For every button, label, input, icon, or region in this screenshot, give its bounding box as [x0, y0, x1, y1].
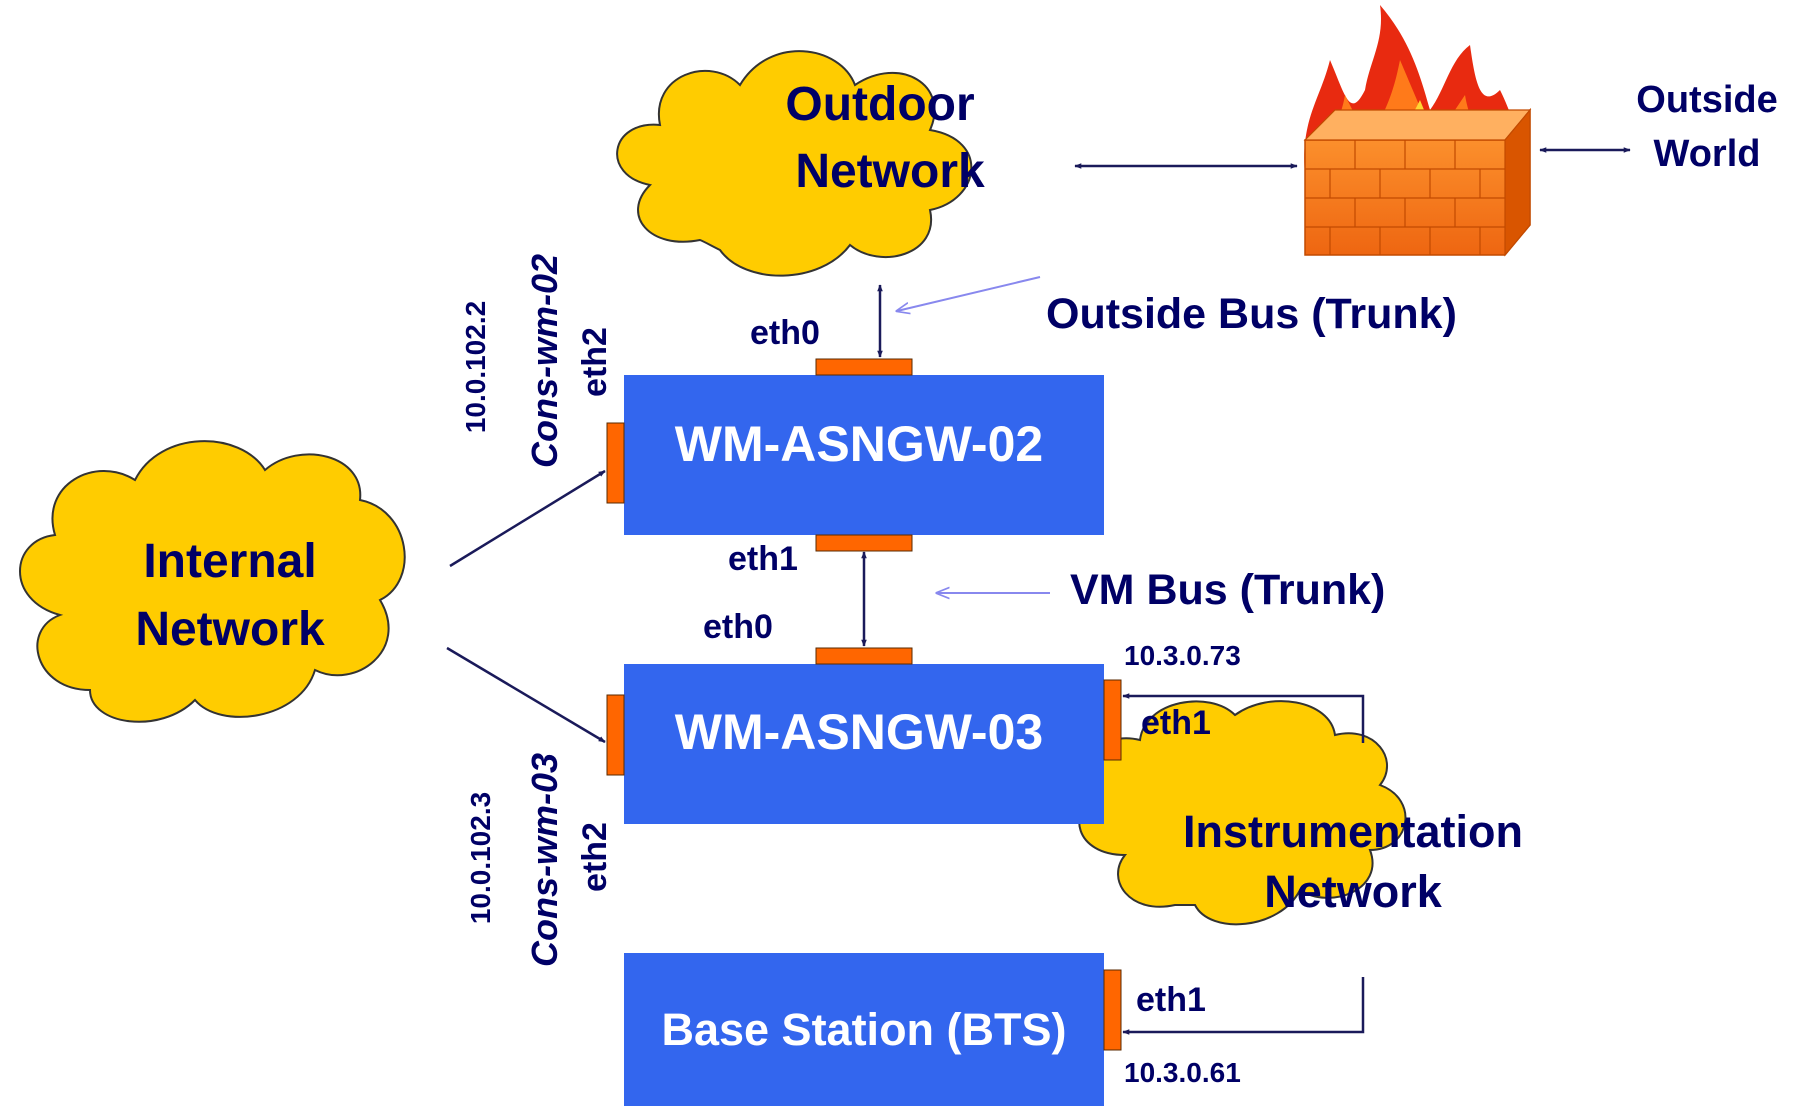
- outdoor-cloud-label-2: Network: [795, 145, 985, 198]
- gw02-eth2-port: [606, 422, 625, 504]
- base-station-box[interactable]: [624, 953, 1104, 1106]
- gw03-eth2-ip: 10.0.102.3: [465, 792, 496, 924]
- gw02-eth2-ip: 10.0.102.2: [460, 301, 491, 433]
- gw03-node-label: WM-ASNGW-03: [675, 704, 1043, 760]
- gw03-eth1-port: [1103, 679, 1122, 761]
- wm-asngw-02-box[interactable]: [624, 375, 1104, 535]
- gw02-eth0-port: [815, 358, 913, 376]
- gw02-eth2-label: eth2: [576, 327, 614, 397]
- outside-world-label-2: World: [1654, 133, 1761, 175]
- internal-gw03-link: [446, 646, 606, 744]
- gw03-eth1-label: eth1: [1141, 704, 1211, 742]
- instrumentation-gw03-link: [1122, 693, 1365, 743]
- gw03-eth1-ip: 10.3.0.73: [1124, 640, 1241, 671]
- bts-eth1-label: eth1: [1136, 981, 1206, 1019]
- outdoor-cloud-label-1: Outdoor: [785, 78, 974, 131]
- gw03-hostname: Cons-wm-03: [524, 753, 565, 967]
- outside-bus-label: Outside Bus (Trunk): [1046, 290, 1457, 338]
- outdoor-network-cloud: [616, 50, 973, 277]
- internal-cloud-label-1: Internal: [143, 535, 316, 588]
- gw03-eth0-label: eth0: [703, 608, 773, 646]
- bts-eth1-ip: 10.3.0.61: [1124, 1057, 1241, 1088]
- bts-eth1-port: [1103, 969, 1122, 1051]
- gw02-eth1-port: [815, 534, 913, 552]
- instrumentation-cloud-label-1: Instrumentation: [1183, 806, 1523, 857]
- outside-bus-pointer: [897, 276, 1041, 311]
- wm-asngw-03-box[interactable]: [624, 664, 1104, 824]
- instrumentation-bts-link: [1122, 977, 1365, 1035]
- gw02-eth1-label: eth1: [728, 540, 798, 578]
- gw02-eth0-label: eth0: [750, 314, 820, 352]
- vm-bus-label: VM Bus (Trunk): [1070, 566, 1385, 614]
- gw02-node-label: WM-ASNGW-02: [675, 416, 1043, 472]
- internal-gw02-link: [449, 469, 606, 568]
- gw03-eth0-port: [815, 647, 913, 665]
- gw03-eth2-port: [606, 694, 625, 776]
- gw02-hostname: Cons-wm-02: [524, 254, 565, 468]
- instrumentation-cloud-label-2: Network: [1264, 866, 1443, 917]
- outside-world-label-1: Outside: [1636, 79, 1777, 121]
- gw03-eth2-label: eth2: [576, 822, 614, 892]
- internal-network-cloud: [19, 440, 406, 723]
- bts-node-label: Base Station (BTS): [661, 1004, 1066, 1055]
- internal-cloud-label-2: Network: [135, 603, 325, 656]
- firewall-icon: [1303, 5, 1532, 257]
